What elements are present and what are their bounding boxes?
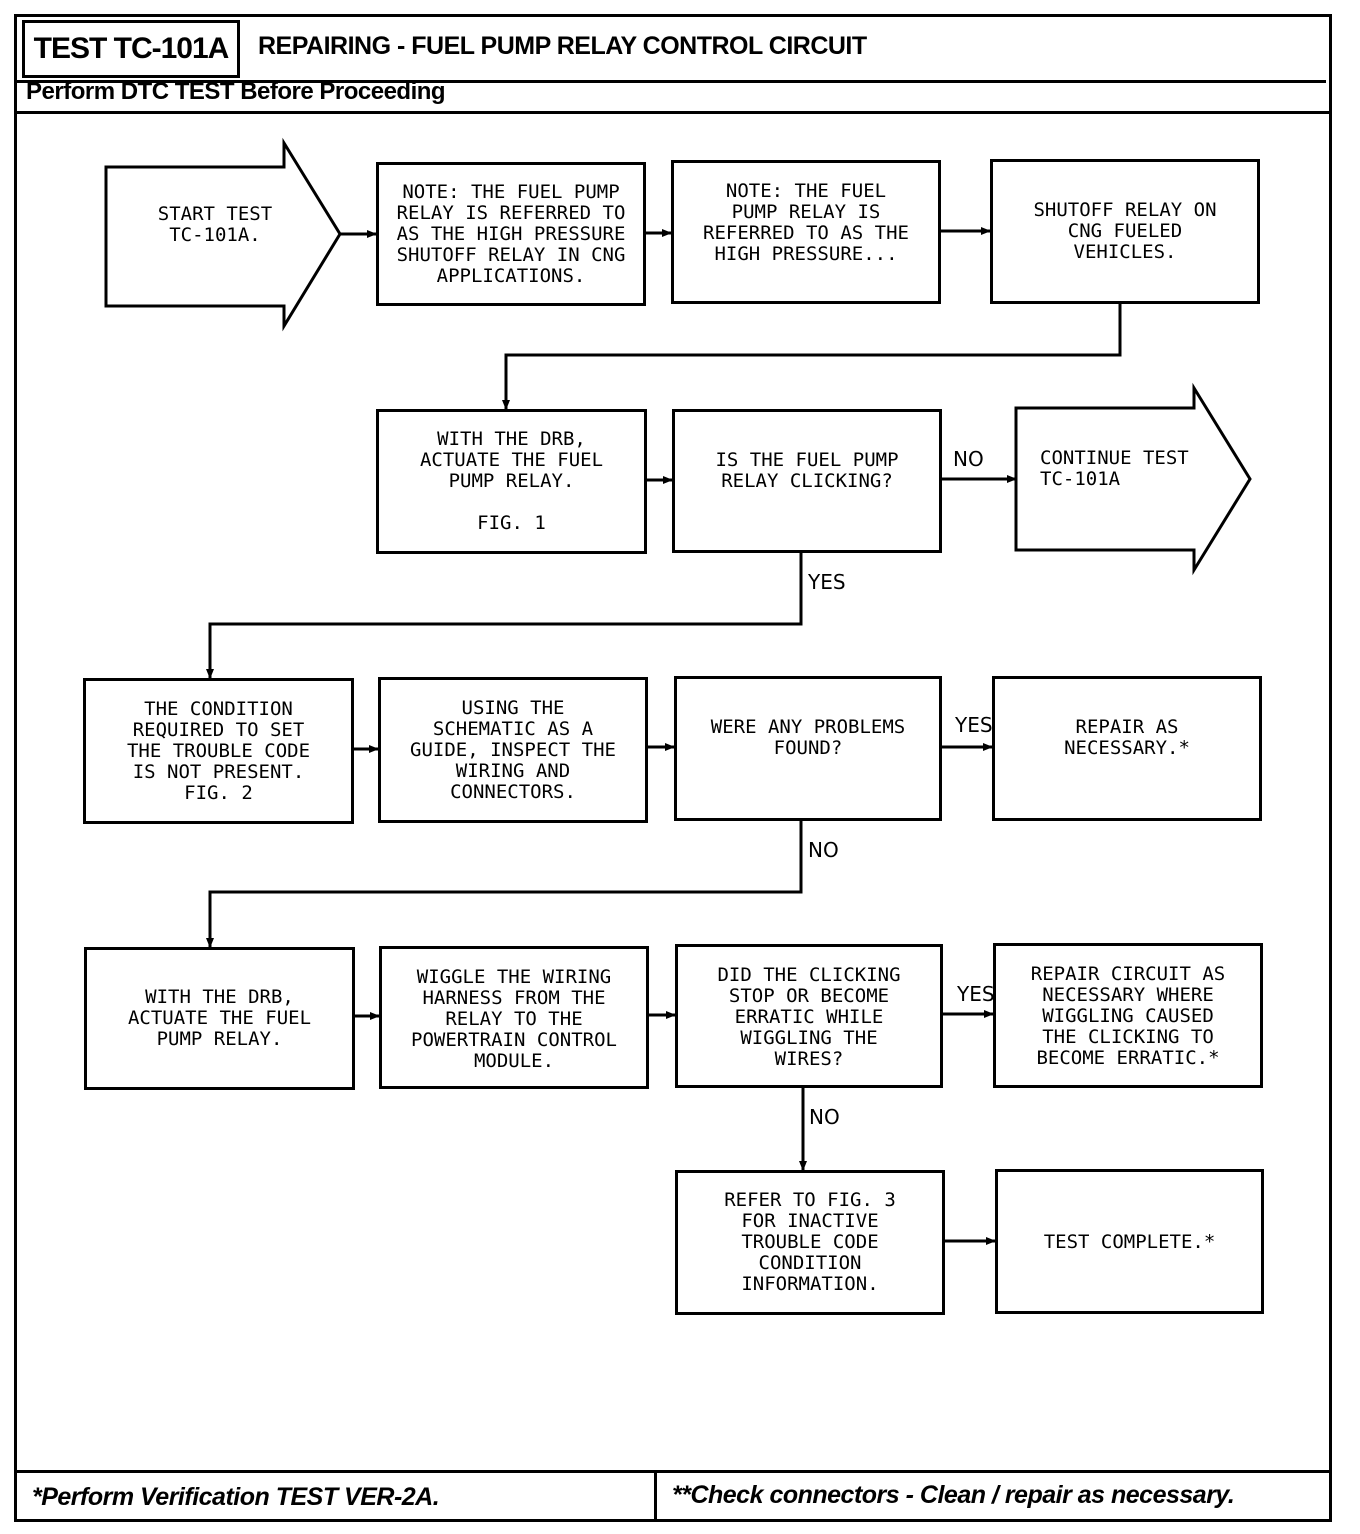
repair-circuit-box: REPAIR CIRCUIT AS NECESSARY WHERE WIGGLI… xyxy=(993,943,1263,1088)
inspect-wiring-box: USING THE SCHEMATIC AS A GUIDE, INSPECT … xyxy=(378,677,648,823)
test-complete-box: TEST COMPLETE.* xyxy=(995,1169,1264,1314)
continue-arrow-shape xyxy=(1014,382,1252,576)
relay-clicking-question: IS THE FUEL PUMP RELAY CLICKING? xyxy=(672,409,942,553)
note-box-2: NOTE: THE FUEL PUMP RELAY IS REFERRED TO… xyxy=(671,160,941,304)
problems-found-question: WERE ANY PROBLEMS FOUND? xyxy=(674,676,942,821)
page-subtitle: Perform DTC TEST Before Proceeding xyxy=(26,78,446,105)
footer: *Perform Verification TEST VER-2A. **Che… xyxy=(14,1470,1332,1522)
footer-divider xyxy=(654,1473,657,1522)
condition-not-present-box: THE CONDITION REQUIRED TO SET THE TROUBL… xyxy=(83,678,354,824)
branch-label-yes: YES xyxy=(955,713,993,737)
note-box-1: NOTE: THE FUEL PUMP RELAY IS REFERRED TO… xyxy=(376,162,646,306)
refer-fig3-box: REFER TO FIG. 3 FOR INACTIVE TROUBLE COD… xyxy=(675,1170,945,1315)
repair-box: REPAIR AS NECESSARY.* xyxy=(992,676,1262,821)
branch-label-no: NO xyxy=(809,1105,840,1129)
header: TEST TC-101A REPAIRING - FUEL PUMP RELAY… xyxy=(14,14,1332,114)
erratic-question: DID THE CLICKING STOP OR BECOME ERRATIC … xyxy=(675,944,943,1088)
header-divider xyxy=(14,80,1326,83)
wiggle-harness-box: WIGGLE THE WIRING HARNESS FROM THE RELAY… xyxy=(379,946,649,1089)
footer-note-verification: *Perform Verification TEST VER-2A. xyxy=(32,1483,440,1511)
actuate-relay-box: WITH THE DRB, ACTUATE THE FUEL PUMP RELA… xyxy=(376,409,647,554)
branch-label-no: NO xyxy=(953,447,984,471)
connector xyxy=(206,820,803,948)
actuate-relay-box-2: WITH THE DRB, ACTUATE THE FUEL PUMP RELA… xyxy=(84,947,355,1090)
branch-label-yes: YES xyxy=(957,982,995,1006)
page-title: REPAIRING - FUEL PUMP RELAY CONTROL CIRC… xyxy=(258,32,867,60)
branch-label-no: NO xyxy=(808,838,839,862)
test-id: TEST TC-101A xyxy=(22,20,240,78)
footer-note-connectors: **Check connectors - Clean / repair as n… xyxy=(672,1481,1235,1509)
continue-test-label: CONTINUE TEST TC-101A xyxy=(1040,447,1189,490)
page-frame xyxy=(14,14,1332,1522)
branch-label-yes: YES xyxy=(808,570,846,594)
connector xyxy=(502,304,1122,410)
start-test-label: START TEST TC-101A. xyxy=(157,203,273,246)
note-box-3: SHUTOFF RELAY ON CNG FUELED VEHICLES. xyxy=(990,159,1260,304)
connector xyxy=(206,552,803,679)
start-arrow-shape xyxy=(104,137,342,332)
